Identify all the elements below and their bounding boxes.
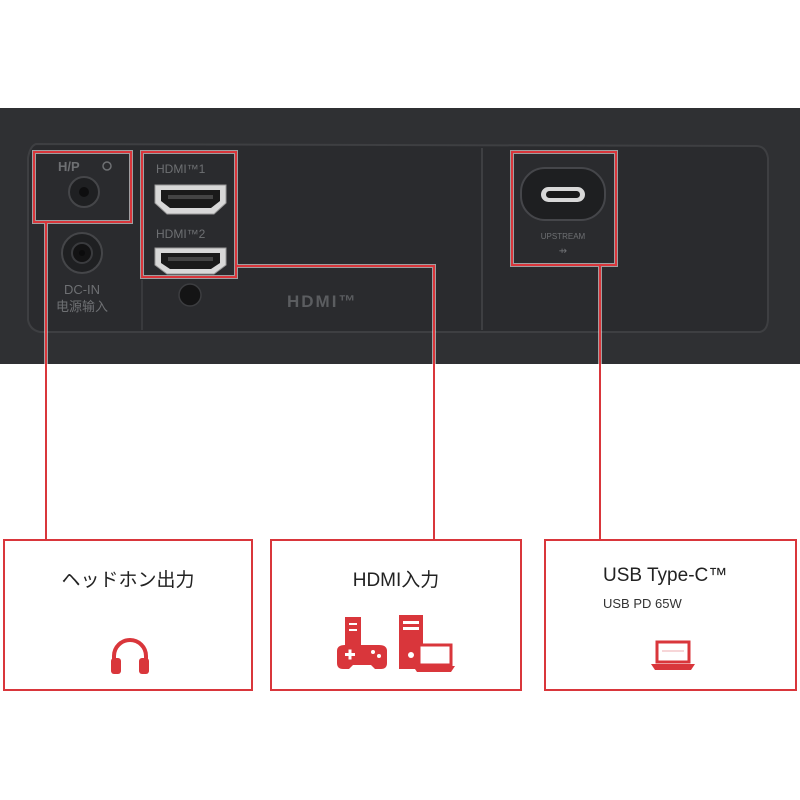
dc-in-label: DC-IN [64, 282, 100, 297]
headphone-output-card: ヘッドホン出力 [3, 539, 253, 691]
hdmi2-label: HDMI™2 [156, 227, 206, 241]
usbc-highlight-box [511, 151, 617, 266]
hdmi1-port: HDMI™1 [154, 162, 227, 215]
headphone-highlight-box [33, 151, 132, 223]
screw-hole [178, 283, 202, 307]
usbc-upstream-label: UPSTREAM [541, 232, 586, 241]
hdmi-logo: HDMI™ [287, 292, 357, 311]
hdmi-card-title: HDMI入力 [352, 570, 440, 591]
laptop-icon [651, 640, 695, 670]
usbc-port: UPSTREAM ⇸ [520, 167, 606, 257]
hdmi-input-card: HDMI入力 [270, 539, 522, 691]
usbc-card-subtitle: USB PD 65W [603, 596, 682, 611]
headphone-jack: H/P [58, 159, 112, 208]
headphone-port-label: H/P [58, 159, 80, 174]
headphone-card-title: ヘッドホン出力 [61, 570, 195, 591]
hdmi-leader-line [236, 265, 435, 539]
hdmi1-label: HDMI™1 [156, 162, 206, 176]
headphones-icon [111, 638, 149, 674]
port-panel-drawing: H/P DC-IN 电源输入 HDMI™1 HDMI™2 [27, 142, 769, 333]
dc-in-port: DC-IN 电源输入 [56, 232, 108, 314]
hdmi2-port: HDMI™2 [154, 227, 227, 275]
hdmi-highlight-box [141, 151, 237, 278]
game-console-pc-laptop-icon [337, 615, 455, 672]
usbc-card: USB Type-C™ USB PD 65W [544, 539, 797, 691]
monitor-back-panel: H/P DC-IN 电源输入 HDMI™1 HDMI™2 [0, 108, 800, 364]
dc-in-sublabel: 电源输入 [56, 299, 108, 314]
usbc-card-title: USB Type-C™ [603, 565, 728, 586]
usb-symbol-icon: ⇸ [559, 246, 567, 257]
